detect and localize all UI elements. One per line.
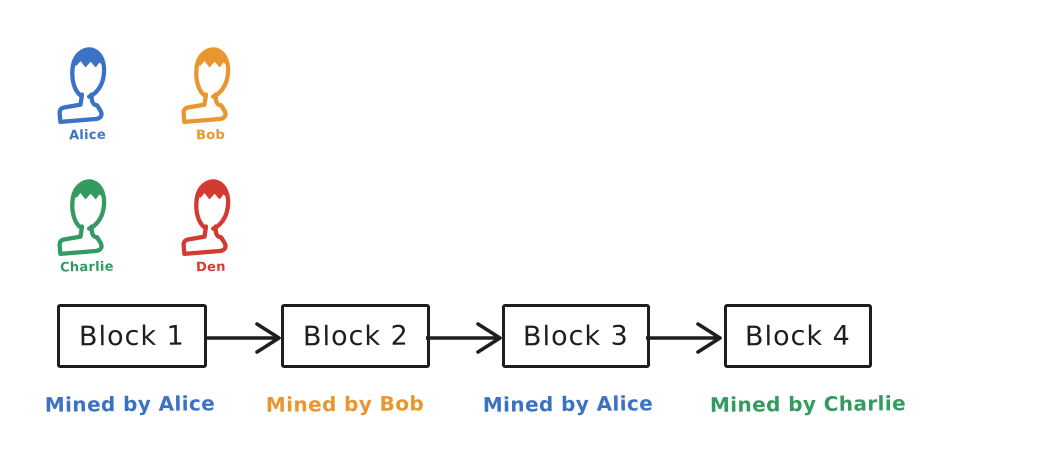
- participant-name: Alice: [68, 127, 106, 144]
- person-bust-icon: [51, 172, 123, 258]
- person-bust-icon: [175, 172, 247, 258]
- block-label: Block 1: [78, 320, 185, 352]
- participant-name: Den: [195, 259, 227, 276]
- block-label: Block 3: [522, 320, 629, 352]
- participant-alice: Alice: [44, 40, 130, 143]
- miner-label-block-4: Mined by Charlie: [709, 391, 907, 417]
- block-label: Block 4: [744, 320, 851, 352]
- miner-label-block-2: Mined by Bob: [265, 391, 425, 417]
- person-bust-icon: [175, 40, 247, 126]
- participant-den: Den: [168, 172, 254, 275]
- participant-name: Bob: [196, 127, 226, 144]
- block-3: Block 3: [502, 304, 650, 368]
- block-label: Block 2: [302, 320, 409, 352]
- participant-name: Charlie: [59, 259, 115, 276]
- block-4: Block 4: [724, 304, 872, 368]
- participant-charlie: Charlie: [44, 172, 130, 275]
- person-bust-icon: [51, 40, 123, 126]
- participant-bob: Bob: [168, 40, 254, 143]
- arrow-right-icon: [205, 322, 281, 354]
- arrow-right-icon: [426, 322, 502, 354]
- block-2: Block 2: [281, 304, 430, 368]
- arrow-right-icon: [646, 322, 722, 354]
- miner-label-block-1: Mined by Alice: [44, 391, 216, 417]
- block-1: Block 1: [57, 304, 207, 368]
- miner-label-block-3: Mined by Alice: [482, 391, 654, 417]
